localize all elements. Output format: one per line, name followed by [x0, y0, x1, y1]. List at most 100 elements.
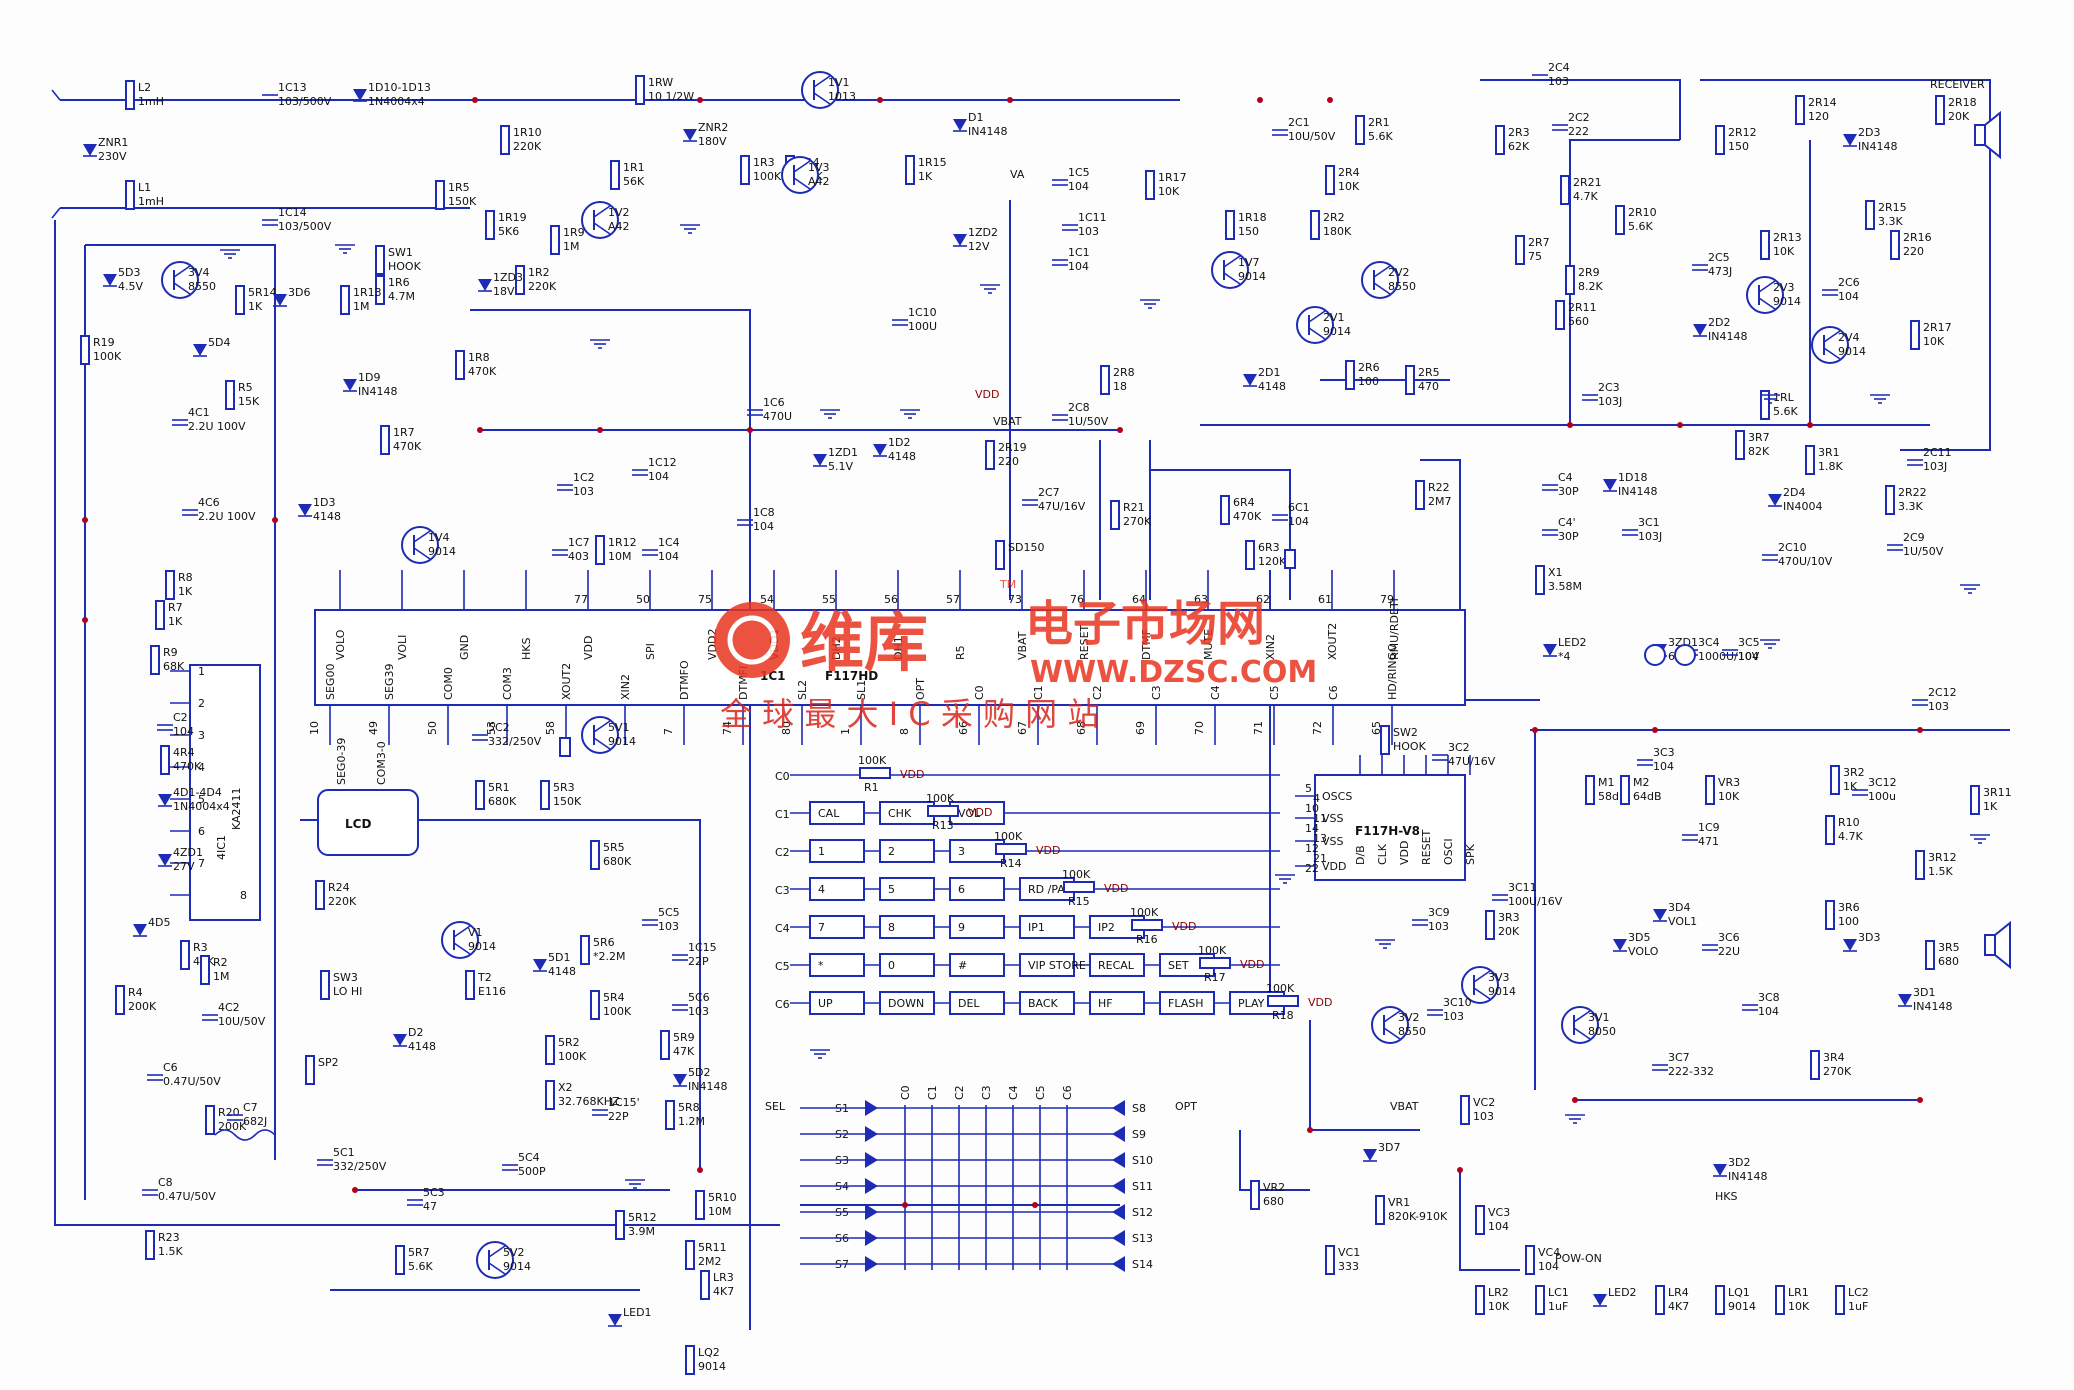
resistor-icon: [1935, 95, 1945, 125]
keypad-key[interactable]: [879, 877, 935, 901]
transistor-collector-icon: [813, 75, 831, 88]
component-value: 1U/50V: [1903, 545, 1944, 558]
keypad-key[interactable]: [949, 991, 1005, 1015]
component-ref: 5R8: [678, 1101, 700, 1114]
component-ref: SW3: [333, 971, 358, 984]
component-value: 100U: [908, 320, 937, 333]
component-ref: R23: [158, 1231, 180, 1244]
resistor-icon: [1460, 1095, 1470, 1125]
component-ref: 1C7: [568, 536, 590, 549]
component-ref: R9: [163, 646, 178, 659]
component-value: 680: [1263, 1195, 1284, 1208]
resistor-icon: [1885, 485, 1895, 515]
keypad-row-label: C1: [775, 808, 790, 821]
component-value: 56K: [623, 175, 645, 188]
component-value: 4.7K: [1838, 830, 1863, 843]
keypad-key[interactable]: [809, 991, 865, 1015]
resistor-icon: [1345, 360, 1355, 390]
resistor-icon: [580, 935, 590, 965]
transistor-collector-icon: [488, 1245, 506, 1258]
component-value: 1.8K: [1818, 460, 1843, 473]
keypad-key[interactable]: [1019, 991, 1075, 1015]
keypad-key[interactable]: [809, 801, 865, 825]
keypad-key[interactable]: [879, 915, 935, 939]
component-value: 9014: [1323, 325, 1351, 338]
keypad-key-label: BACK: [1028, 997, 1059, 1010]
component-value: *4: [1558, 650, 1571, 663]
component-value: 47K: [673, 1045, 695, 1058]
component-value: 68K: [163, 660, 185, 673]
resistor-icon: [1325, 165, 1335, 195]
component-ref: 2R18: [1948, 96, 1977, 109]
component-value: 4148: [888, 450, 916, 463]
main-ic-bottom-pin-label: C5: [1268, 685, 1281, 700]
component-value: 10K: [1338, 180, 1360, 193]
component-ref: 3D2: [1728, 1156, 1750, 1169]
keypad-key-label: FLASH: [1168, 997, 1204, 1010]
keypad-key[interactable]: [809, 839, 865, 863]
component-value: 103J: [1923, 460, 1947, 473]
component-value: 120K: [1258, 555, 1287, 568]
keypad-key[interactable]: [1019, 915, 1075, 939]
keypad-col-label: C4: [1007, 1085, 1020, 1100]
junction-dot: [877, 97, 883, 103]
component-value: 1K: [248, 300, 263, 313]
keypad-key[interactable]: [949, 953, 1005, 977]
junction-dot: [697, 97, 703, 103]
component-value: A42: [808, 175, 830, 188]
component-value: 5.6K: [1773, 405, 1798, 418]
component-value: 103: [688, 1005, 709, 1018]
keypad-key[interactable]: [1089, 953, 1145, 977]
junction-dot: [472, 97, 478, 103]
keypad-key[interactable]: [1019, 953, 1075, 977]
component-value: 5.6K: [1628, 220, 1653, 233]
resistor-icon: [1220, 495, 1230, 525]
keypad-key[interactable]: [879, 953, 935, 977]
keypad-key[interactable]: [809, 953, 865, 977]
resistor-icon: [615, 1210, 625, 1240]
resistor-icon: [1925, 940, 1935, 970]
component-ref: 3C7: [1668, 1051, 1690, 1064]
transistor-icon: [1361, 261, 1399, 299]
transistor-collector-icon: [593, 205, 611, 218]
component-ref: 5R7: [408, 1246, 430, 1259]
component-value: 270K: [1823, 1065, 1852, 1078]
rmu-wire: [1420, 459, 1540, 701]
keypad-key-label: VOL: [958, 807, 981, 820]
component-value: 9014: [468, 940, 496, 953]
component-ref: LED2: [1608, 1286, 1637, 1299]
resistor-icon: [1910, 320, 1920, 350]
keypad-resistor-ref: R13: [932, 819, 954, 832]
keypad-key[interactable]: [879, 839, 935, 863]
component-value: 10K: [1158, 185, 1180, 198]
component-ref: 3R7: [1748, 431, 1770, 444]
keypad-key[interactable]: [949, 915, 1005, 939]
component-ref: 2R13: [1773, 231, 1802, 244]
diode-icon: [1593, 1294, 1607, 1306]
component-ref: 2R12: [1728, 126, 1757, 139]
keypad-key[interactable]: [1159, 991, 1215, 1015]
component-ref: 1C1: [1068, 246, 1090, 259]
keypad-key[interactable]: [949, 877, 1005, 901]
junction-dot: [1677, 422, 1683, 428]
keypad-key[interactable]: [809, 915, 865, 939]
keypad-opt-label: OPT: [1175, 1100, 1197, 1113]
component-value: 10K: [1773, 245, 1795, 258]
main-ic-top-pin-label: VBAT: [1016, 631, 1029, 660]
component-value: 180K: [1323, 225, 1352, 238]
watermark-logo-icon: [714, 602, 790, 678]
keypad-key[interactable]: [809, 877, 865, 901]
keypad-key[interactable]: [1089, 991, 1145, 1015]
component-ref: 1C11: [1078, 211, 1107, 224]
component-ref: 2C7: [1038, 486, 1060, 499]
keypad-key[interactable]: [879, 991, 935, 1015]
component-value: 20K: [1498, 925, 1520, 938]
main-ic-bottom-pin-num: 66: [957, 721, 970, 735]
component-ref: 1C5: [1068, 166, 1090, 179]
component-value: 100: [1358, 375, 1379, 388]
junction-dot: [597, 427, 603, 433]
lcd-label: LCD: [345, 817, 371, 831]
va-label: VA: [1010, 168, 1025, 181]
component-value: VOLO: [1628, 945, 1659, 958]
